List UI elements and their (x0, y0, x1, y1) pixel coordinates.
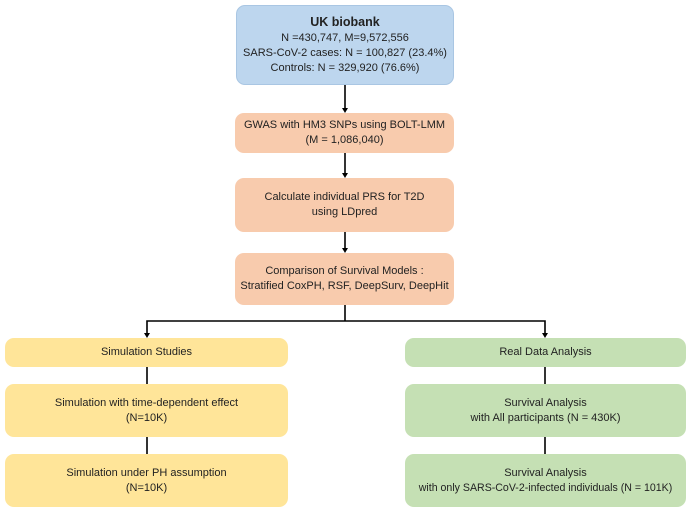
arrowhead-icon (342, 248, 348, 253)
real-data-step-all-participants: Survival Analysis with All participants … (405, 384, 686, 437)
source-title: UK biobank (310, 15, 380, 29)
pipeline-box-model-comparison: Comparison of Survival Models : Stratifi… (235, 253, 454, 305)
box-line: Real Data Analysis (499, 346, 592, 358)
pipeline-box-gwas: GWAS with HM3 SNPs using BOLT-LMM (M = 1… (235, 113, 454, 153)
box-line: Calculate individual PRS for T2D (264, 191, 425, 203)
arrowhead-icon (144, 333, 150, 338)
box-line: Survival Analysis (504, 466, 587, 479)
box-line: Simulation Studies (100, 346, 193, 358)
box-line: (M = 1,086,040) (305, 134, 384, 146)
simulation-step-time-dependent: Simulation with time-dependent effect (N… (5, 384, 288, 437)
box-line: Comparison of Survival Models : (265, 265, 424, 277)
source-line: SARS-CoV-2 cases: N = 100,827 (23.4%) (243, 47, 447, 59)
branch-header-real-data: Real Data Analysis (405, 338, 686, 367)
real-data-step-infected-only: Survival Analysis with only SARS-CoV-2-i… (405, 454, 686, 507)
branch-header-simulation: Simulation Studies (5, 338, 288, 367)
box-line: with All participants (N = 430K) (470, 411, 621, 424)
source-line: N =430,747, M=9,572,556 (281, 32, 409, 44)
box-line: Stratified CoxPH, RSF, DeepSurv, DeepHit (240, 280, 449, 292)
box-line: Simulation under PH assumption (66, 466, 227, 479)
box-line: Simulation with time-dependent effect (54, 396, 239, 409)
pipeline-box-prs: Calculate individual PRS for T2D using L… (235, 178, 454, 232)
box-line: (N=10K) (125, 411, 168, 424)
box-line: (N=10K) (125, 481, 168, 494)
simulation-step-ph-assumption: Simulation under PH assumption (N=10K) (5, 454, 288, 507)
box-line: Survival Analysis (504, 396, 587, 409)
source-box-uk-biobank: UK biobank N =430,747, M=9,572,556 SARS-… (236, 5, 454, 85)
source-line: Controls: N = 329,920 (76.6%) (270, 62, 420, 74)
box-line: GWAS with HM3 SNPs using BOLT-LMM (243, 119, 446, 131)
arrowhead-icon (342, 173, 348, 178)
box-line: using LDpred (311, 206, 378, 218)
box-line: with only SARS-CoV-2-infected individual… (418, 481, 673, 494)
connector-branch-split (146, 320, 546, 335)
arrowhead-icon (542, 333, 548, 338)
arrowhead-icon (342, 108, 348, 113)
